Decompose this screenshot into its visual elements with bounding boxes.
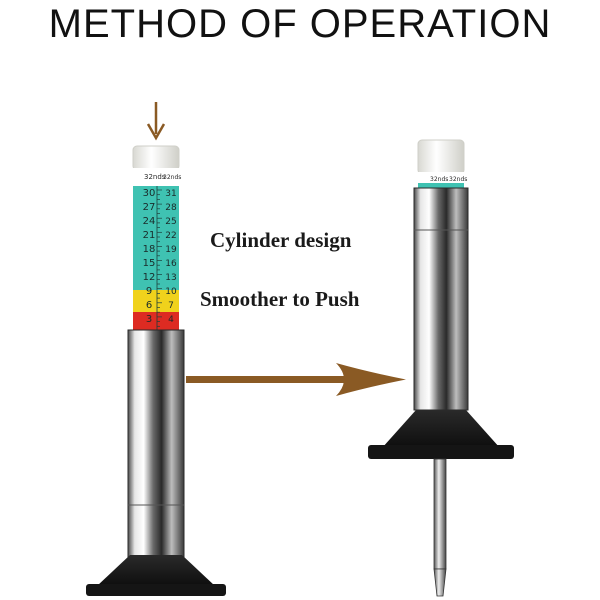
right-gauge: 32nds 32nds — [368, 139, 514, 597]
left-scale-number: 28 — [165, 203, 177, 213]
left-scale-number: 13 — [165, 273, 176, 283]
right-scale-header — [418, 172, 464, 184]
right-arrow-icon — [186, 363, 406, 396]
left-scale-number: 9 — [146, 286, 152, 297]
left-scale-number: 7 — [168, 301, 174, 311]
right-gauge-cap — [417, 139, 465, 175]
right-unit-label-b: 32nds — [449, 176, 467, 183]
left-scale-number: 19 — [165, 245, 177, 255]
left-scale-number: 25 — [165, 217, 176, 227]
left-scale-number: 21 — [143, 230, 156, 241]
left-gauge-base — [97, 555, 215, 586]
caption-cylinder-design: Cylinder design — [210, 228, 352, 252]
left-scale-number: 31 — [165, 189, 176, 199]
left-gauge: 32nds 32nds 30 27 24 21 18 15 12 9 6 3 3… — [86, 102, 226, 596]
right-gauge-base — [382, 410, 500, 448]
left-scale-teal — [133, 186, 179, 290]
left-unit-label-a: 32nds — [144, 173, 166, 181]
down-arrow-icon — [146, 102, 166, 141]
right-unit-label-a: 32nds — [430, 176, 448, 183]
left-scale-yellow — [133, 290, 179, 312]
left-unit-label-b: 32nds — [163, 174, 181, 181]
left-scale-red — [133, 312, 179, 330]
left-scale-number: 15 — [143, 258, 156, 269]
left-scale-number: 30 — [143, 188, 156, 199]
left-gauge-cap — [132, 145, 180, 171]
left-scale-number: 16 — [165, 259, 177, 269]
left-scale-number: 4 — [168, 315, 174, 325]
right-scale-teal — [418, 183, 464, 189]
right-gauge-body — [413, 187, 469, 411]
left-scale-number: 6 — [146, 300, 152, 311]
right-gauge-foot — [368, 445, 514, 459]
left-scale-number: 27 — [143, 202, 156, 213]
left-gauge-foot — [86, 584, 226, 596]
left-scale-number: 24 — [143, 216, 156, 227]
page-title: METHOD OF OPERATION — [48, 2, 552, 46]
caption-smoother-to-push: Smoother to Push — [200, 287, 360, 311]
left-scale-number: 3 — [146, 314, 152, 325]
left-scale-number: 12 — [143, 272, 156, 283]
right-gauge-probe-tip — [433, 568, 447, 597]
left-scale-number: 10 — [165, 287, 177, 297]
left-gauge-body — [127, 329, 185, 559]
left-scale-number: 22 — [165, 231, 176, 241]
left-scale-header — [133, 168, 179, 186]
right-gauge-probe — [433, 458, 447, 570]
left-scale-number: 18 — [143, 244, 156, 255]
left-scale-ticks — [157, 189, 162, 327]
